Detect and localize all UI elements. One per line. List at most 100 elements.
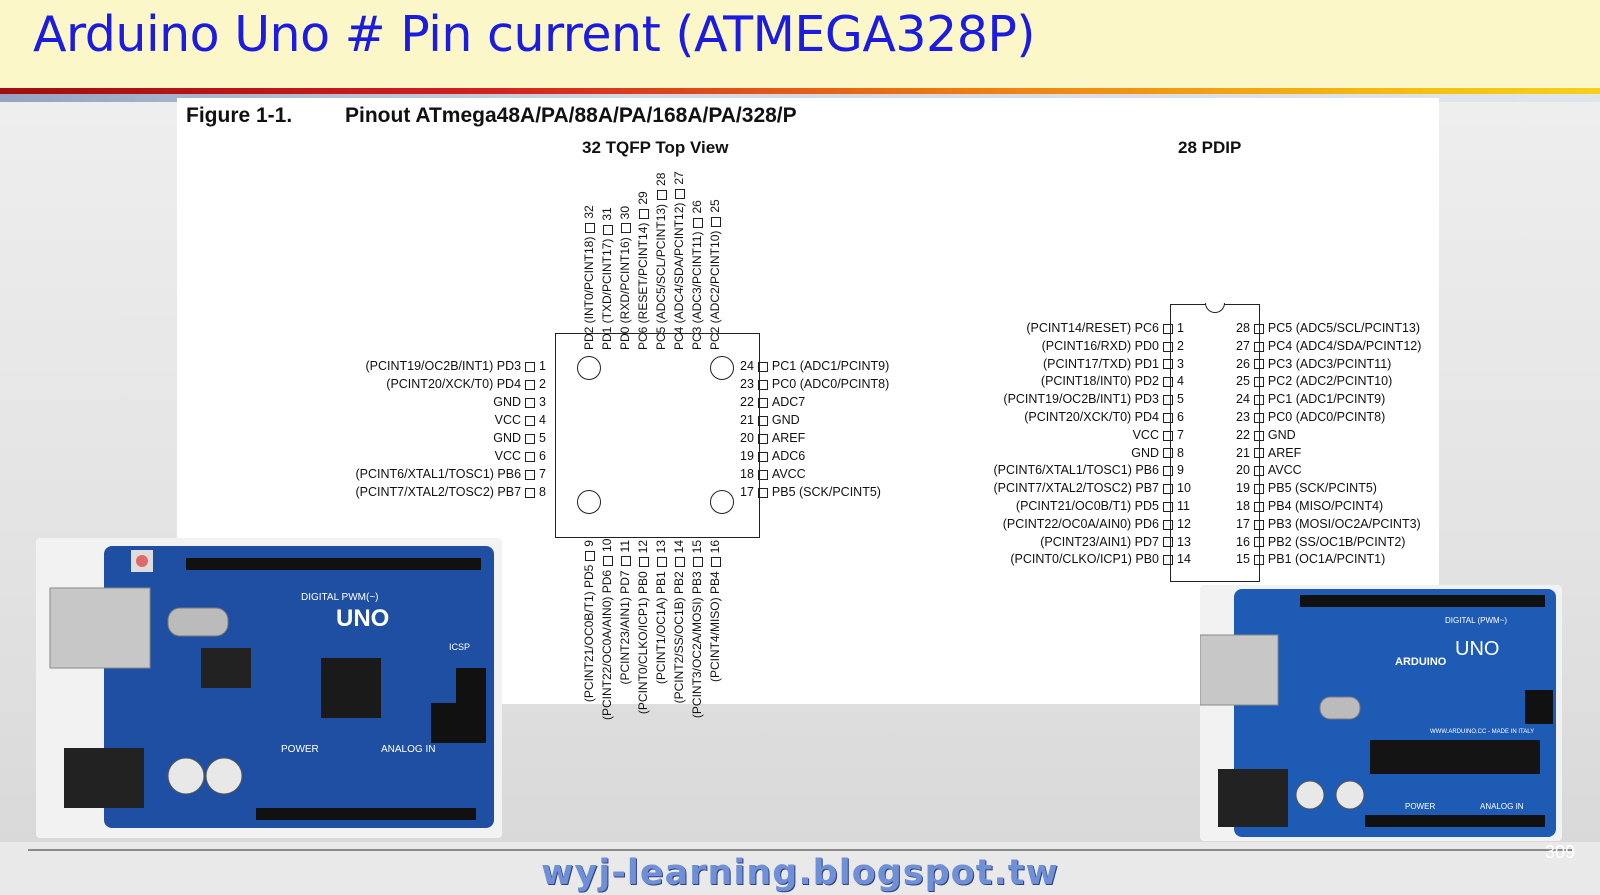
pin-pad	[674, 188, 685, 199]
figure-title: Pinout ATmega48A/PA/88A/PA/168A/PA/328/P	[345, 104, 797, 127]
pin-label: (PCINT22/OC0A/AIN0) PD6	[600, 569, 614, 720]
pin-number: 6	[1177, 410, 1184, 424]
pin-label: PC1 (ADC1/PCINT9)	[1267, 392, 1386, 407]
left-board-icsp-label: ICSP	[449, 642, 470, 652]
tqfp-pin-bottom: (PCINT2/SS/OC1B) PB214	[672, 540, 686, 720]
pin-label: AREF	[771, 431, 806, 445]
pin-pad	[1163, 359, 1173, 370]
pin-number: 19	[1236, 481, 1250, 496]
pin-label: GND	[771, 413, 800, 427]
pin-pad	[692, 217, 703, 228]
pin-pad	[602, 224, 613, 235]
pin-number: 17	[1236, 516, 1250, 531]
tqfp-pin-top: PD2 (INT0/PCINT18) 32	[582, 205, 596, 350]
pin-number: 24	[1236, 392, 1250, 407]
chip-corner-dot	[577, 356, 601, 380]
pin-label: PC3 (ADC3/PCINT11)	[1267, 356, 1392, 371]
pin-label: VCC	[1132, 427, 1159, 442]
pin-label: PC2 (ADC2/PCINT10)	[708, 230, 722, 350]
tqfp-pin-left: (PCINT19/OC2B/INT1) PD3 1	[365, 358, 546, 374]
pin-number: 13	[654, 540, 668, 554]
tqfp-chip-body	[555, 333, 760, 538]
tqfp-pin-top: PC5 (ADC5/SCL/PCINT13)28	[654, 173, 668, 350]
pin-label: PC1 (ADC1/PCINT9)	[771, 359, 890, 373]
pin-label: (PCINT19/OC2B/INT1) PD3	[365, 359, 522, 373]
pin-label: PB5 (SCK/PCINT5)	[771, 485, 881, 499]
pin-label: PC0 (ADC0/PCINT8)	[771, 377, 890, 391]
pdip-pin-right: 24 PC1 (ADC1/PCINT9)	[1236, 391, 1385, 407]
pin-pad	[620, 556, 631, 567]
arduino-uno-official-board: ARDUINO UNO DIGITAL (PWM~) POWER ANALOG …	[1199, 589, 1556, 837]
pin-number: 21	[740, 413, 754, 427]
pin-number: 23	[1236, 410, 1250, 424]
pin-label: ADC7	[771, 395, 806, 409]
tqfp-pin-top: PC3 (ADC3/PCINT11)26	[690, 200, 704, 350]
right-board-analog-label: ANALOG IN	[1480, 802, 1524, 811]
right-board-brand: ARDUINO	[1395, 656, 1447, 668]
header-color-band	[0, 88, 1600, 94]
pin-label: (PCINT14/RESET) PC6	[1026, 321, 1159, 335]
pin-pad	[757, 451, 768, 462]
pin-number: 32	[582, 205, 596, 219]
pin-number: 22	[740, 395, 754, 409]
tqfp-pin-bottom: (PCINT21/OC0B/T1) PD59	[582, 540, 596, 720]
pin-label: PC4 (ADC4/SDA/PCINT12)	[672, 202, 686, 350]
left-board-photo: UNO DIGITAL PWM(~) POWER ANALOG IN ICSP	[36, 538, 502, 838]
pdip-pin-right: 23 PC0 (ADC0/PCINT8)	[1236, 409, 1385, 425]
pin-label: (PCINT22/OC0A/AIN0) PD6	[1002, 516, 1159, 531]
pin-number: 9	[1177, 463, 1184, 478]
pin-pad	[638, 208, 649, 219]
pin-pad	[757, 361, 768, 372]
pin-label: (PCINT21/OC0B/T1) PD5	[582, 564, 596, 703]
pin-label: PB4 (MISO/PCINT4)	[1267, 499, 1384, 513]
pin-number: 19	[740, 449, 754, 463]
pin-label: (PCINT0/CLKO/ICP1) PB0	[636, 571, 650, 715]
pin-pad	[1163, 466, 1173, 477]
pin-pad	[1253, 377, 1264, 388]
pin-pad	[638, 557, 649, 568]
pin-number: 4	[1177, 374, 1184, 389]
pin-label: (PCINT7/XTAL2/TOSC2) PB7	[993, 481, 1159, 496]
pin-label: PD1 (TXD/PCINT17)	[600, 238, 614, 350]
pin-label: (PCINT6/XTAL1/TOSC1) PB6	[993, 463, 1159, 478]
pin-number: 12	[1177, 516, 1191, 531]
pin-label: (PCINT20/XCK/T0) PD4	[1024, 410, 1159, 424]
pin-number: 20	[740, 431, 754, 445]
tqfp-pin-bottom: (PCINT4/MISO) PB416	[708, 540, 722, 720]
pin-label: (PCINT2/SS/OC1B) PB2	[672, 571, 686, 704]
pin-pad	[602, 555, 613, 566]
pin-number: 12	[636, 540, 650, 554]
tqfp-pin-right: 21 GND	[740, 412, 800, 428]
left-board-power-label: POWER	[281, 744, 319, 755]
tqfp-pin-bottom: (PCINT0/CLKO/ICP1) PB0 12	[636, 540, 650, 720]
pin-number: 15	[1236, 552, 1250, 567]
arduino-uno-clone-board: UNO DIGITAL PWM(~) POWER ANALOG IN ICSP	[49, 546, 494, 828]
pin-label: PB1 (OC1A/PCINT1)	[1267, 552, 1386, 567]
pin-number: 11	[1177, 499, 1190, 513]
pin-label: PC0 (ADC0/PCINT8)	[1267, 410, 1386, 424]
pin-label: PC4 (ADC4/SDA/PCINT12)	[1267, 338, 1422, 353]
pin-label: PC3 (ADC3/PCINT11)	[690, 231, 704, 350]
pin-number: 3	[1177, 356, 1184, 371]
pin-number: 29	[636, 191, 650, 205]
pin-number: 1	[539, 359, 546, 373]
pin-label: PD2 (INT0/PCINT18)	[582, 236, 596, 350]
pin-label: PD0 (RXD/PCINT16)	[618, 237, 632, 350]
right-board-photo: ARDUINO UNO DIGITAL (PWM~) POWER ANALOG …	[1199, 585, 1562, 841]
pin-pad	[710, 557, 721, 568]
tqfp-pin-top: PC2 (ADC2/PCINT10)25	[708, 199, 722, 350]
